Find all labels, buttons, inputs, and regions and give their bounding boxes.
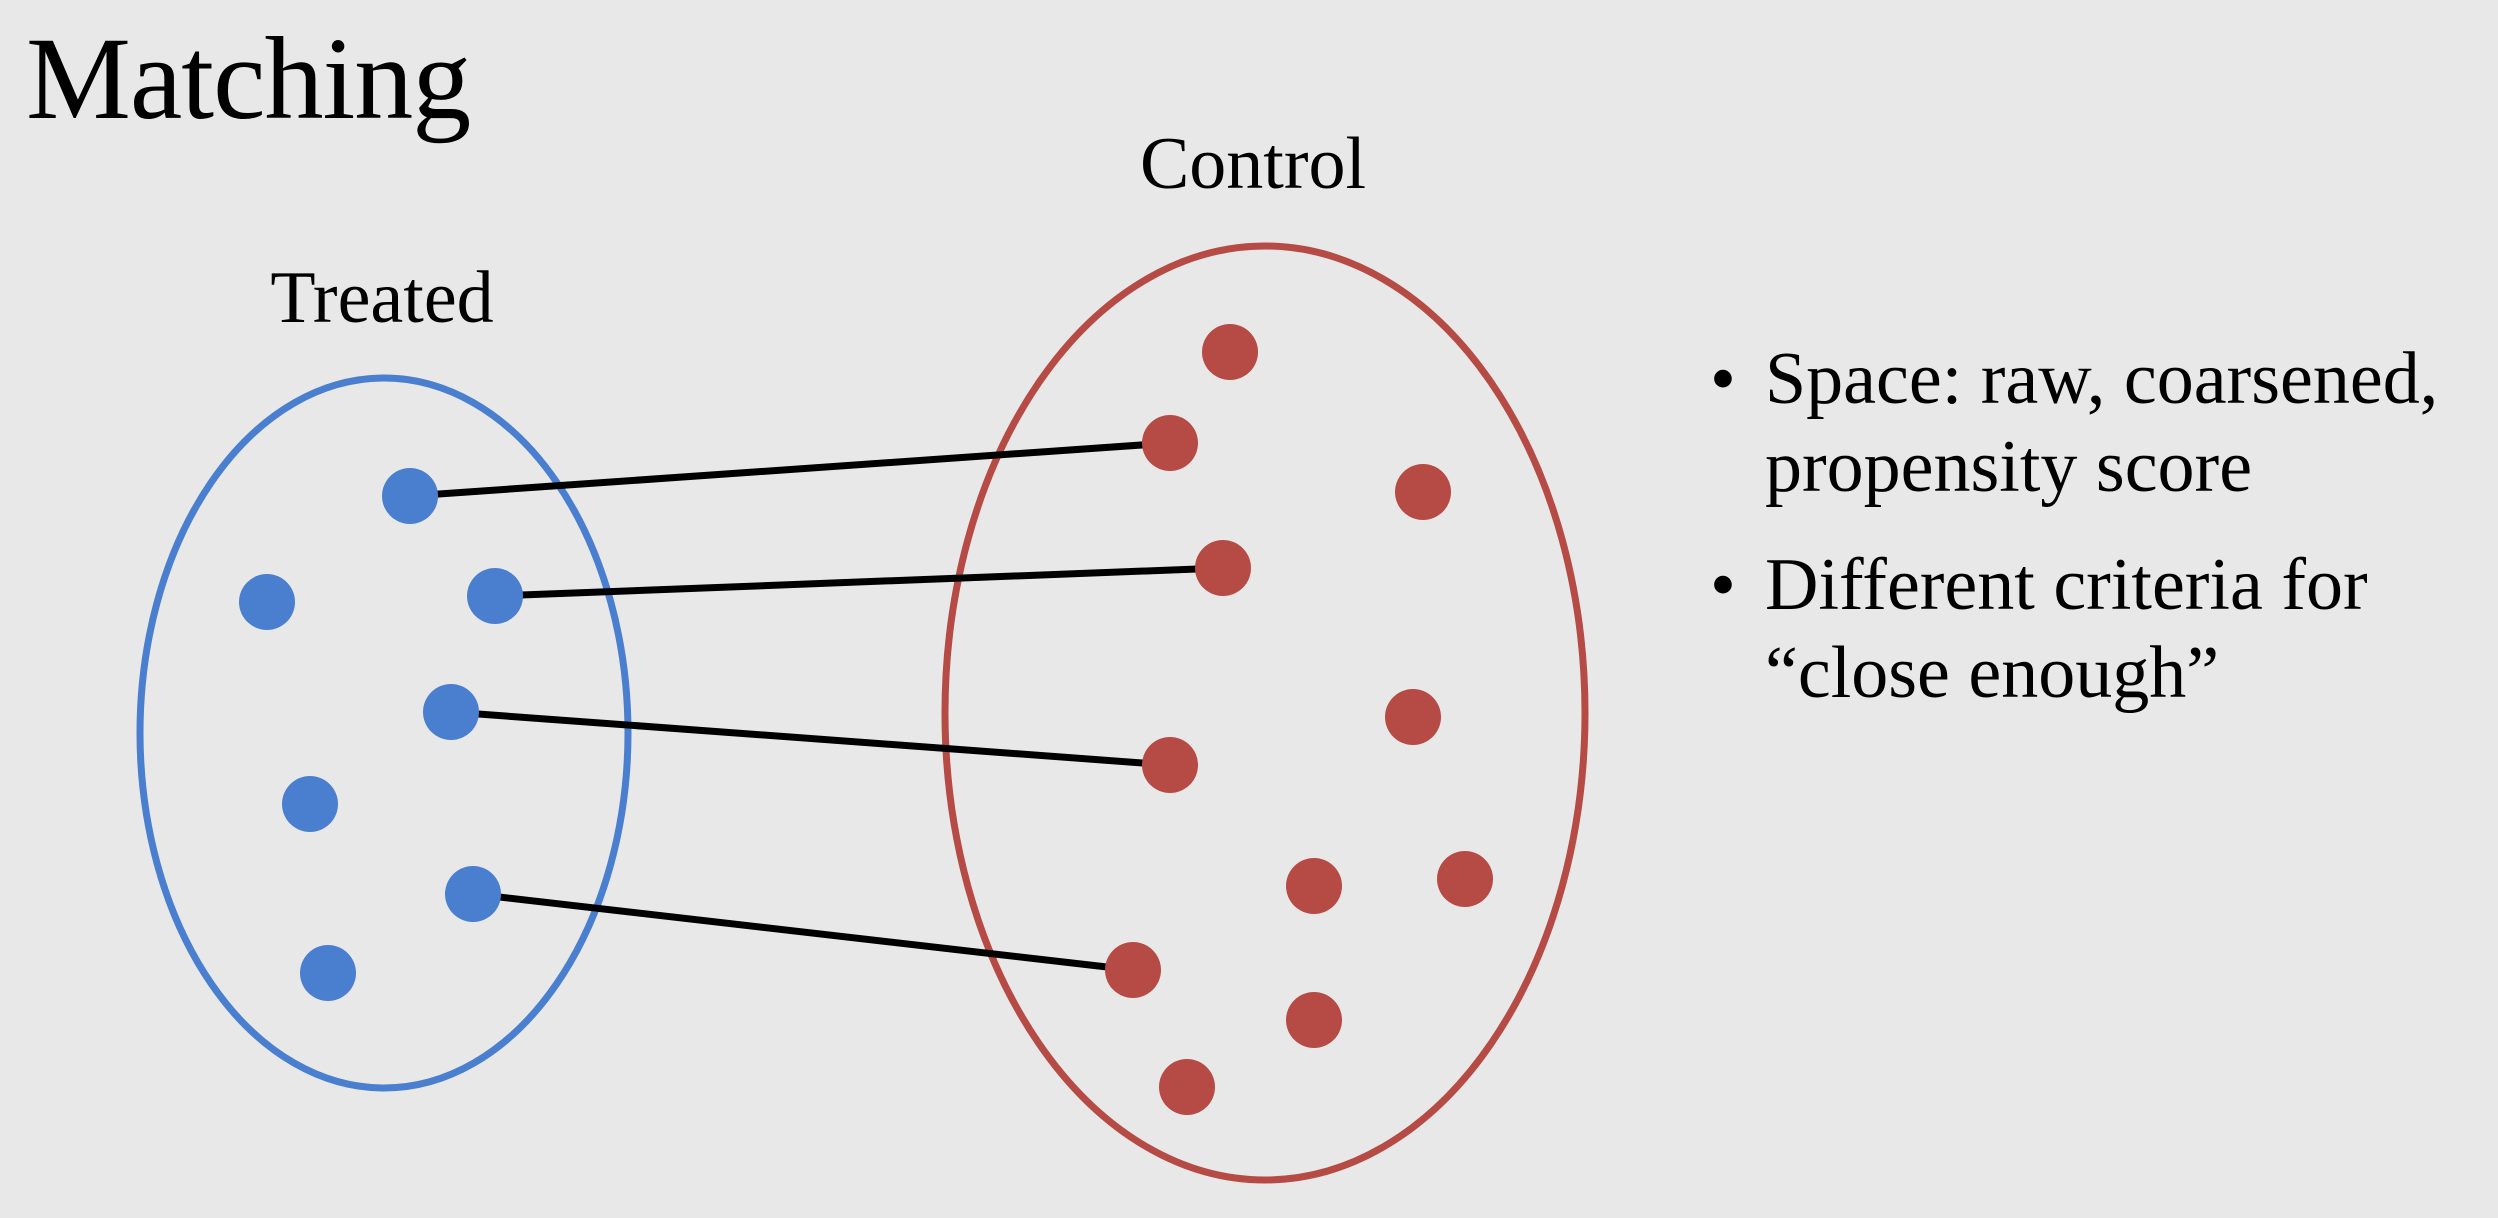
treated-group-ellipse — [136, 374, 632, 1092]
control-unit — [1395, 464, 1451, 520]
bullet-icon: • — [1710, 544, 1736, 626]
control-unit — [1385, 689, 1441, 745]
control-unit — [1202, 324, 1258, 380]
bullet-icon: • — [1710, 338, 1736, 420]
treated-unit — [382, 468, 438, 524]
treated-unit — [282, 776, 338, 832]
treated-label: Treated — [270, 257, 493, 339]
match-line — [450, 708, 1171, 769]
control-unit — [1142, 737, 1198, 793]
bullet-text: Different criteria for “close enough” — [1765, 544, 2368, 714]
match-line — [472, 890, 1134, 974]
control-unit — [1437, 851, 1493, 907]
control-group-ellipse — [941, 242, 1589, 1184]
control-unit — [1105, 942, 1161, 998]
treated-unit — [445, 866, 501, 922]
bullet-item: • Space: raw, coarsened, propensity scor… — [1710, 335, 2480, 511]
control-unit — [1286, 858, 1342, 914]
control-unit — [1195, 540, 1251, 596]
matching-diagram: Treated Control — [136, 123, 1589, 1184]
control-label: Control — [1140, 123, 1366, 205]
control-unit — [1142, 415, 1198, 471]
control-unit — [1159, 1059, 1215, 1115]
match-line — [494, 564, 1224, 600]
bullet-list: • Space: raw, coarsened, propensity scor… — [1710, 335, 2480, 747]
control-unit — [1286, 992, 1342, 1048]
treated-unit — [300, 945, 356, 1001]
bullet-item: • Different criteria for “close enough” — [1710, 541, 2480, 717]
match-line — [409, 439, 1171, 500]
treated-unit — [239, 574, 295, 630]
treated-unit — [423, 684, 479, 740]
treated-unit — [467, 568, 523, 624]
bullet-text: Space: raw, coarsened, propensity score — [1765, 338, 2439, 508]
page-title: Matching — [26, 13, 471, 144]
